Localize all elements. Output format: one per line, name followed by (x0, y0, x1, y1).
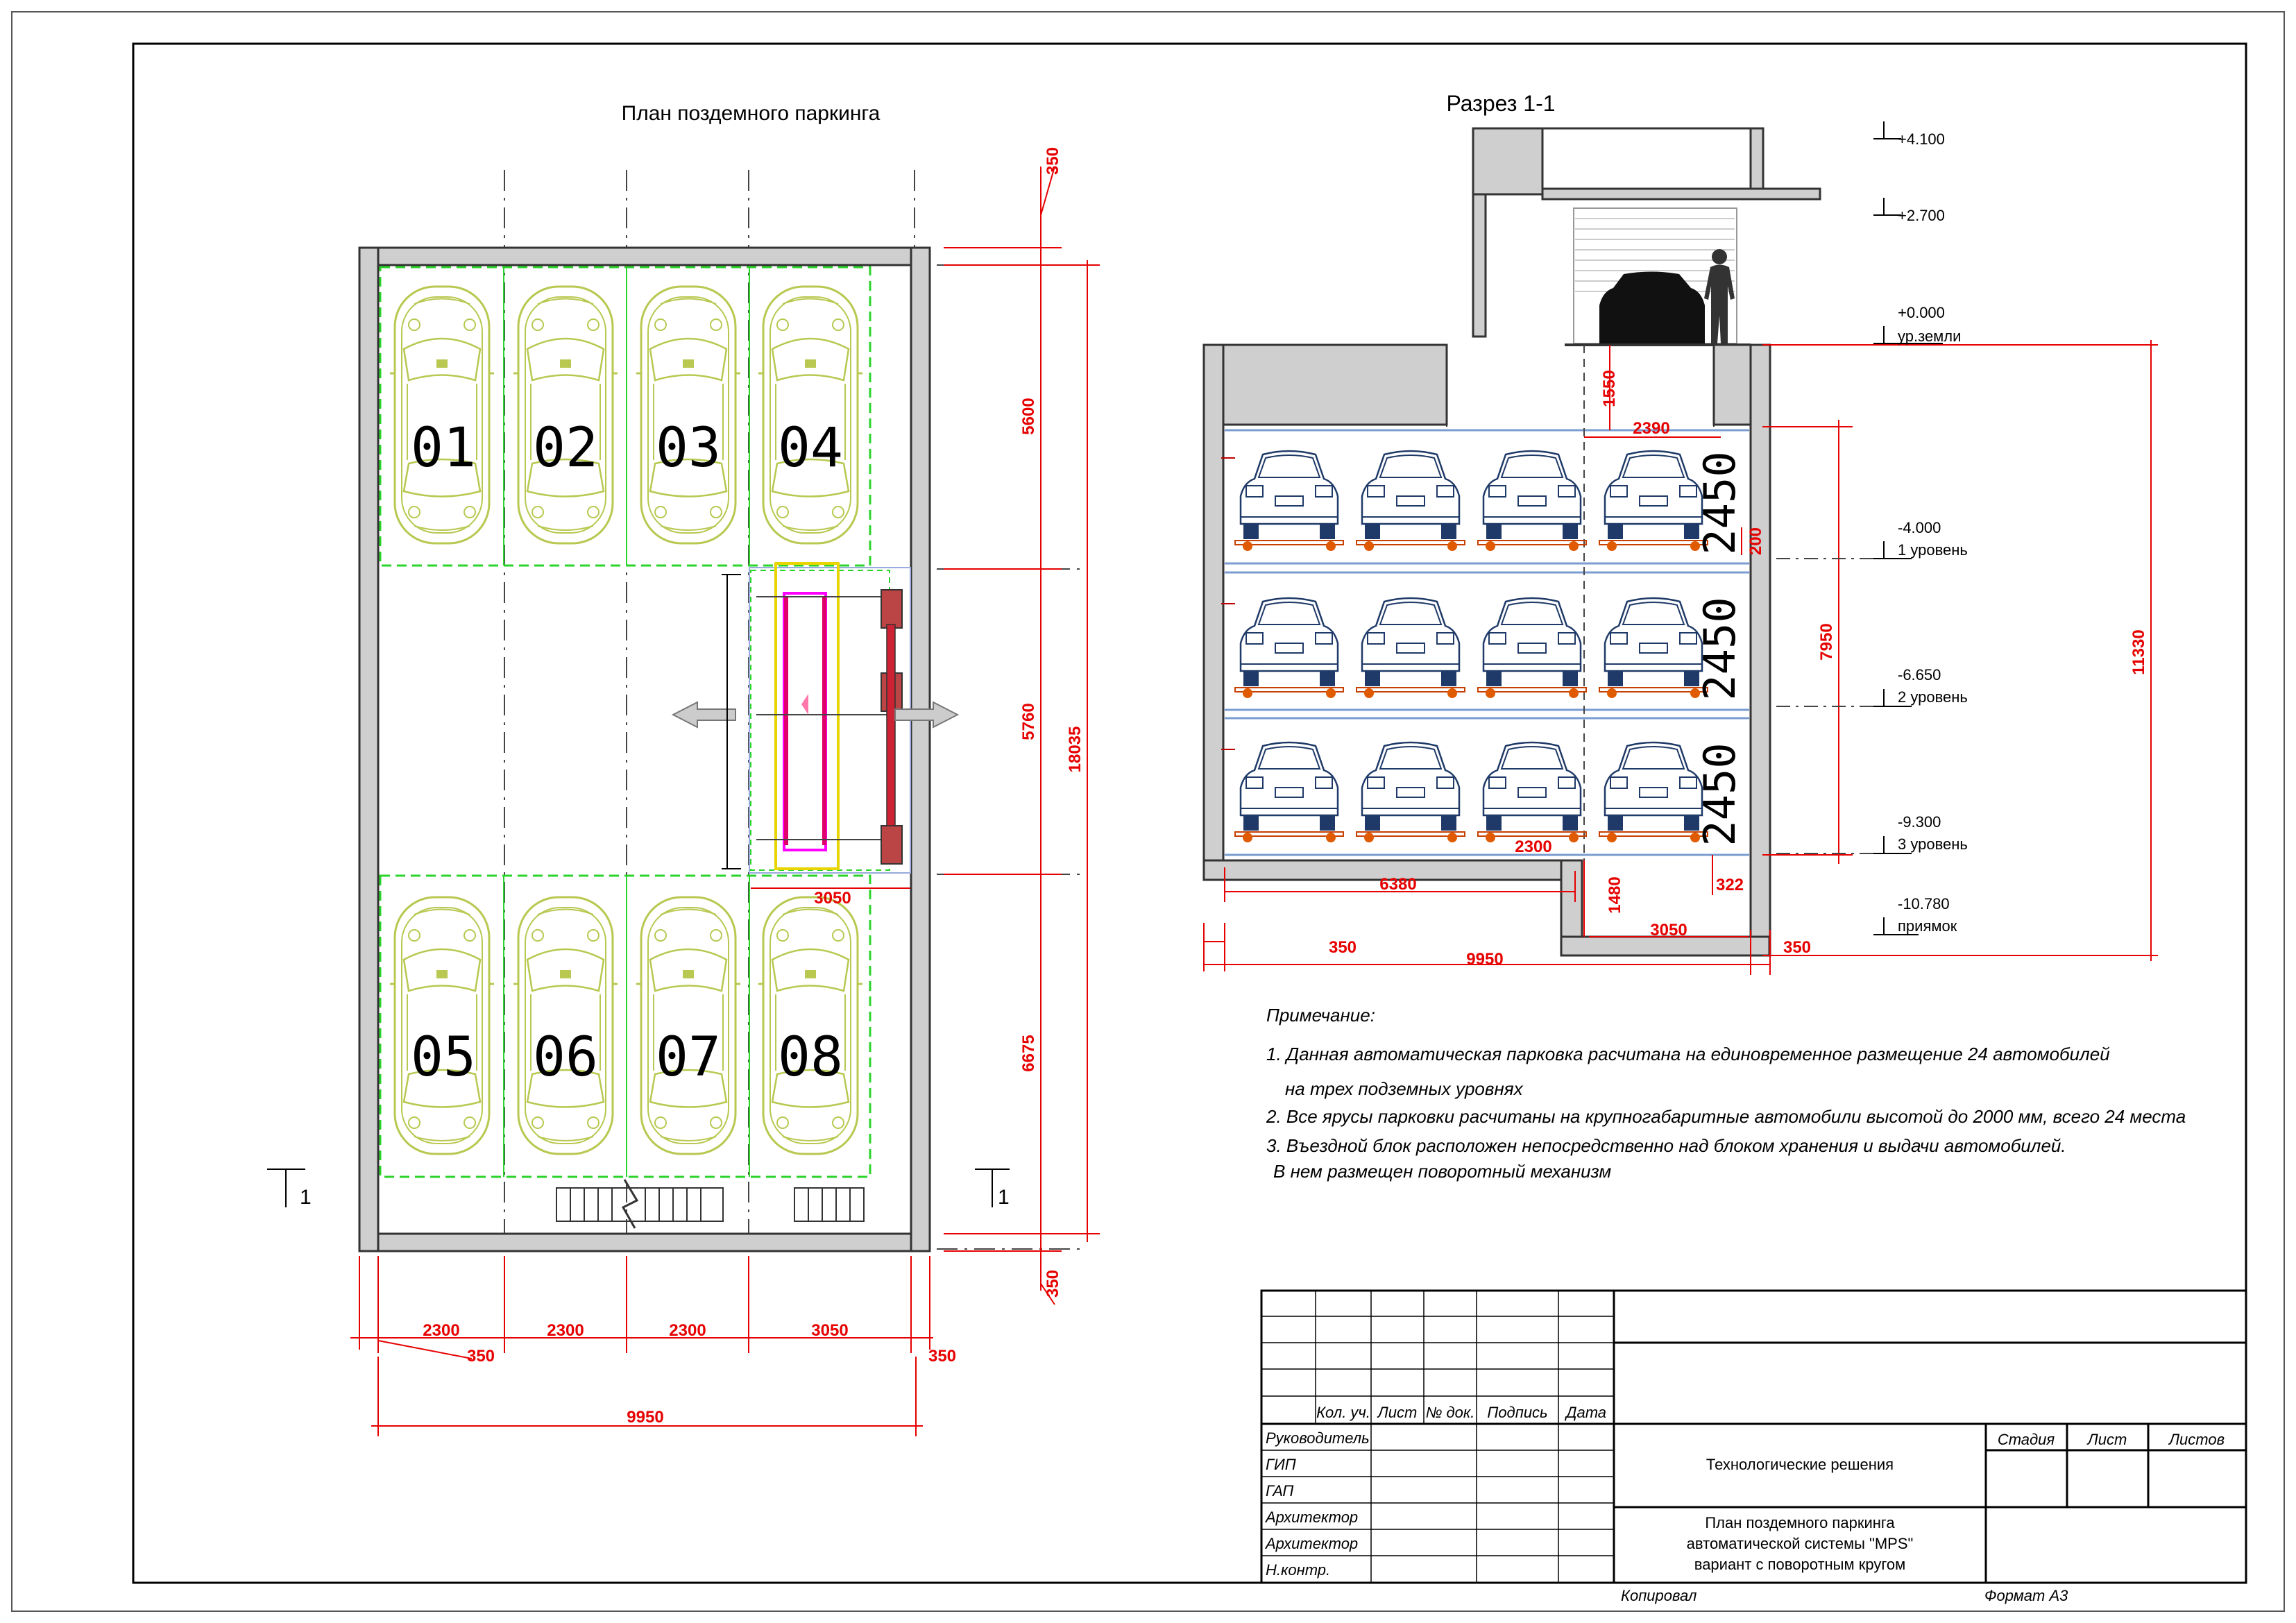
tb-role: Архитектор (1264, 1535, 1358, 1552)
section-mark: 1 (300, 1186, 312, 1209)
level-label: 3 уровень (1898, 835, 1968, 853)
inner-frame (132, 42, 2247, 1584)
spot-label: 03 (656, 417, 721, 479)
dim: 6380 (1379, 875, 1416, 894)
tb-col: Дата (1564, 1404, 1606, 1421)
tier-height: 2450 (1694, 597, 1745, 700)
dim: 350 (467, 1347, 495, 1366)
dim-total: 18035 (1066, 726, 1085, 773)
dim: 2300 (547, 1321, 584, 1340)
level-mark: -4.000 (1898, 519, 1941, 536)
tb-col: Подпись (1487, 1404, 1547, 1421)
dim: 5760 (1019, 703, 1038, 740)
plan-title: План поздемного паркинга (622, 102, 881, 125)
dim: 1480 (1606, 876, 1624, 913)
dim: 350 (1044, 147, 1062, 175)
note-line: 1. Данная автоматическая парковка расчит… (1266, 1044, 2110, 1064)
dim: 322 (1716, 876, 1744, 894)
note-line: 3. Въездной блок расположен непосредстве… (1266, 1135, 2066, 1156)
tb-role: ГИП (1266, 1456, 1296, 1473)
dim: 2300 (1515, 838, 1551, 856)
level-label: 2 уровень (1898, 688, 1968, 706)
tb-stage: Лист (2086, 1431, 2127, 1448)
dim: 1550 (1600, 370, 1619, 407)
tb-col: Лист (1377, 1404, 1418, 1421)
level-label: приямок (1898, 917, 1957, 935)
spot-label: 08 (778, 1026, 843, 1089)
tb-section: Технологические решения (1706, 1456, 1894, 1473)
dim: 5600 (1019, 398, 1038, 434)
dim: 2390 (1633, 419, 1669, 438)
note-line: 2. Все ярусы парковки расчитаны на крупн… (1266, 1106, 2186, 1127)
tb-stage: Стадия (1998, 1431, 2055, 1448)
tb-drawing: автоматической системы "MPS" (1687, 1535, 1914, 1552)
outer-frame (11, 11, 2285, 1612)
tier-height: 2450 (1694, 742, 1745, 846)
level-mark: +4.100 (1898, 130, 1945, 148)
dim: 7950 (1817, 623, 1836, 660)
spot-label: 04 (778, 417, 843, 479)
tier-height: 2450 (1694, 451, 1745, 554)
notes: Примечание: 1. Данная автоматическая пар… (1266, 1005, 2186, 1182)
spot-label: 06 (533, 1026, 598, 1089)
dim: 2300 (669, 1321, 706, 1340)
dim: 350 (1044, 1270, 1062, 1298)
tb-drawing: вариант с поворотным кругом (1694, 1556, 1906, 1573)
parking-plan: План поздемного паркинга (267, 102, 1100, 1436)
dim: 2300 (423, 1321, 459, 1340)
tb-role: ГАП (1266, 1482, 1293, 1499)
level-mark: -10.780 (1898, 895, 1950, 912)
spot-label: 07 (656, 1026, 721, 1089)
dim: 9950 (1466, 950, 1503, 969)
dim: 3050 (1650, 921, 1687, 940)
note-line: В нем размещен поворотный механизм (1273, 1161, 1611, 1182)
dim: 350 (1783, 938, 1811, 957)
spot-label: 05 (411, 1026, 476, 1089)
note-line: на трех подземных уровнях (1285, 1078, 1524, 1099)
dim: 350 (928, 1347, 956, 1366)
dim: 200 (1746, 527, 1765, 555)
tb-format: Формат А3 (1984, 1587, 2068, 1604)
dim: 350 (1329, 938, 1357, 957)
level-label: 1 уровень (1898, 541, 1968, 559)
tb-role: Архитектор (1264, 1509, 1358, 1526)
tb-copied: Копировал (1621, 1587, 1697, 1604)
spot-label: 01 (411, 417, 476, 479)
spot-label: 02 (533, 417, 598, 479)
tb-role: Руководитель (1266, 1429, 1370, 1447)
section-mark: 1 (998, 1186, 1010, 1209)
level-label: ур.земли (1898, 328, 1961, 345)
level-mark: +2.700 (1898, 207, 1945, 224)
tb-stage: Листов (2168, 1431, 2225, 1448)
title-block (1260, 1289, 2247, 1584)
tb-col: № док. (1426, 1404, 1475, 1421)
turntable-mechanism (671, 562, 960, 874)
stairs (556, 1179, 865, 1229)
dim: 6675 (1019, 1035, 1038, 1071)
tb-role: Н.контр. (1266, 1561, 1330, 1579)
notes-heading: Примечание: (1266, 1005, 1375, 1026)
level-mark: -9.300 (1898, 813, 1941, 831)
dim: 11330 (2129, 629, 2148, 674)
tb-drawing: План поздемного паркинга (1705, 1514, 1895, 1531)
tb-col: Кол. уч. (1316, 1404, 1370, 1421)
dim-total: 9950 (627, 1408, 663, 1427)
section-title: Разрез 1-1 (1446, 91, 1555, 116)
level-mark: -6.650 (1898, 666, 1941, 683)
section-1-1: Разрез 1-1 (1202, 91, 2158, 975)
level-mark: +0.000 (1898, 304, 1945, 321)
dim: 3050 (811, 1321, 848, 1340)
turntable-dim: 3050 (814, 889, 851, 908)
